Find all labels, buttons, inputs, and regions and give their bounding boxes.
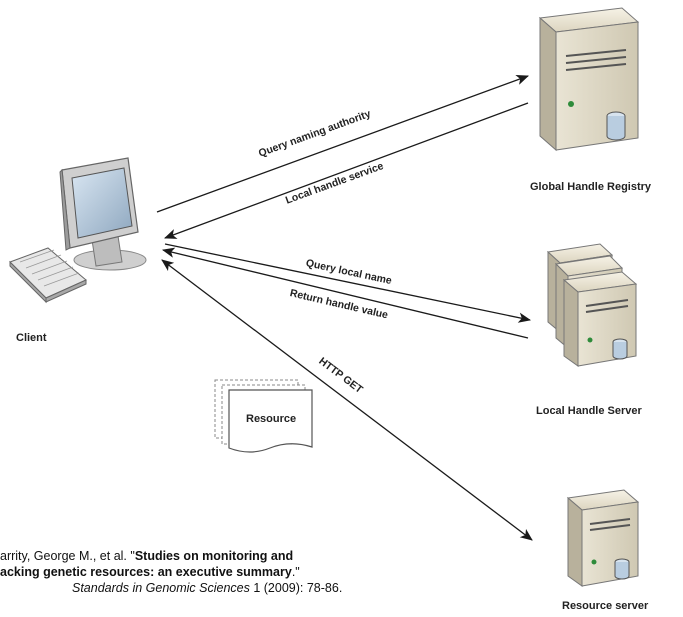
citation: arrity, George M., et al. "Studies on mo… xyxy=(0,548,390,596)
citation-title-2: acking genetic resources: an executive s… xyxy=(0,565,292,579)
citation-title-1: Studies on monitoring and xyxy=(134,549,294,563)
global-registry-label: Global Handle Registry xyxy=(530,181,652,193)
local-server-label: Local Handle Server xyxy=(536,405,642,417)
citation-line-3: Standards in Genomic Sciences 1 (2009): … xyxy=(0,580,390,596)
citation-title-end: ." xyxy=(291,565,300,579)
citation-volume: 1 (2009): 78-86. xyxy=(249,581,343,595)
arrow-return-handle-value xyxy=(161,247,529,339)
resource-document-label: Resource xyxy=(246,413,297,425)
global-registry-server-icon xyxy=(538,7,640,152)
client-label: Client xyxy=(16,332,47,344)
local-handle-server-icon xyxy=(546,243,638,367)
citation-line-1: arrity, George M., et al. "Studies on mo… xyxy=(0,548,390,564)
arrow-http-get xyxy=(161,259,533,541)
citation-line-2: acking genetic resources: an executive s… xyxy=(0,564,390,580)
resource-server-icon xyxy=(566,489,640,587)
citation-journal: Standards in Genomic Sciences xyxy=(72,581,250,595)
arrow-local-handle-service xyxy=(164,102,529,239)
client-computer-icon xyxy=(9,157,147,304)
resource-server-label: Resource server xyxy=(562,600,649,612)
citation-authors: arrity, George M., et al. " xyxy=(0,549,135,563)
arrow-query-naming-authority xyxy=(156,75,529,213)
